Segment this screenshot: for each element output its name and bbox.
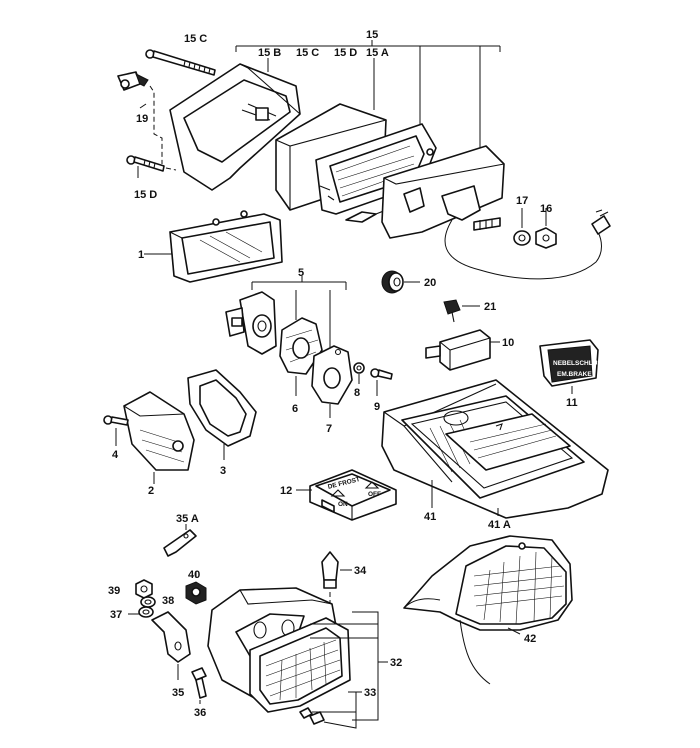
callout-35a: 35 A bbox=[176, 513, 199, 525]
callout-1: 1 bbox=[138, 249, 144, 261]
callout-41: 41 bbox=[424, 511, 436, 523]
screw-9 bbox=[370, 368, 393, 396]
callout-21: 21 bbox=[484, 301, 496, 313]
nut-39 bbox=[135, 579, 153, 599]
switch-11-text-bottom: EM.BRAKE bbox=[557, 371, 592, 378]
lens-15a bbox=[315, 123, 437, 223]
plate-35a bbox=[163, 524, 197, 557]
clip-21 bbox=[443, 299, 480, 323]
defrost-off-label: OFF bbox=[368, 491, 381, 498]
callout-9: 9 bbox=[374, 401, 380, 413]
callout-32: 32 bbox=[390, 657, 402, 669]
relay-10 bbox=[425, 329, 500, 371]
lamp-cover-42 bbox=[403, 535, 573, 685]
defrost-on-label: ON bbox=[338, 501, 348, 508]
lens-33 bbox=[249, 611, 388, 721]
callout-12: 12 bbox=[280, 485, 292, 497]
switch-11: NEBELSCHLUSS EM.BRAKE bbox=[539, 339, 607, 394]
callout-19: 19 bbox=[136, 113, 148, 125]
lamp-body-2 bbox=[123, 391, 195, 484]
callout-41a: 41 A bbox=[488, 519, 511, 531]
bracket-15 bbox=[235, 40, 501, 150]
washer-37 bbox=[128, 606, 154, 618]
callout-labels: 15 C 15 15 B 15 C 15 D 15 A 19 15 D 17 1… bbox=[108, 29, 578, 719]
callout-42: 42 bbox=[524, 633, 536, 645]
callout-15: 15 bbox=[366, 29, 378, 41]
callout-15d-low: 15 D bbox=[134, 189, 157, 201]
screws-33 bbox=[299, 691, 362, 729]
washer-17 bbox=[513, 208, 531, 246]
bracket-35 bbox=[151, 611, 191, 680]
nut-40 bbox=[185, 572, 207, 605]
callout-7: 7 bbox=[326, 423, 332, 435]
callout-6: 6 bbox=[292, 403, 298, 415]
fog-lamp-1 bbox=[144, 210, 283, 283]
callout-33: 33 bbox=[364, 687, 376, 699]
screw-4 bbox=[103, 415, 129, 446]
bolt-15c bbox=[145, 49, 216, 76]
callout-38: 38 bbox=[162, 595, 174, 607]
callout-8: 8 bbox=[354, 387, 360, 399]
callout-15c-mid: 15 C bbox=[296, 47, 319, 59]
gasket-7 bbox=[311, 290, 353, 418]
defrost-switch-12: DE FROST ON OFF bbox=[296, 469, 397, 521]
callout-35: 35 bbox=[172, 687, 184, 699]
callout-15a: 15 A bbox=[366, 47, 389, 59]
bolt-15d bbox=[126, 155, 177, 178]
bulb-socket bbox=[225, 291, 277, 355]
washer-8 bbox=[353, 362, 365, 384]
washer-38 bbox=[140, 596, 156, 608]
callout-15d-mid: 15 D bbox=[334, 47, 357, 59]
callout-5: 5 bbox=[298, 267, 304, 279]
callout-2: 2 bbox=[148, 485, 154, 497]
bracket-5 bbox=[251, 276, 347, 290]
nut-16 bbox=[535, 208, 557, 249]
callout-15c-top: 15 C bbox=[184, 33, 207, 45]
callout-40: 40 bbox=[188, 569, 200, 581]
callout-3: 3 bbox=[220, 465, 226, 477]
lamp-housing-15 bbox=[381, 145, 611, 280]
callout-15b: 15 B bbox=[258, 47, 281, 59]
callout-36: 36 bbox=[194, 707, 206, 719]
callout-17: 17 bbox=[516, 195, 528, 207]
callout-11: 11 bbox=[566, 397, 578, 409]
callout-37: 37 bbox=[110, 609, 122, 621]
callout-34: 34 bbox=[354, 565, 367, 577]
callout-4: 4 bbox=[112, 449, 119, 461]
switch-11-text-top: NEBELSCHLUSS bbox=[553, 360, 607, 367]
housing-15b bbox=[169, 63, 301, 191]
screw-36 bbox=[191, 667, 207, 704]
bulb-34 bbox=[321, 551, 352, 606]
panel-41 bbox=[381, 379, 609, 519]
callout-39: 39 bbox=[108, 585, 120, 597]
callout-16: 16 bbox=[540, 203, 552, 215]
sensor-19 bbox=[117, 71, 163, 164]
callout-20: 20 bbox=[424, 277, 436, 289]
grommet-20 bbox=[381, 270, 420, 294]
gasket-3 bbox=[187, 369, 257, 460]
callout-10: 10 bbox=[502, 337, 514, 349]
